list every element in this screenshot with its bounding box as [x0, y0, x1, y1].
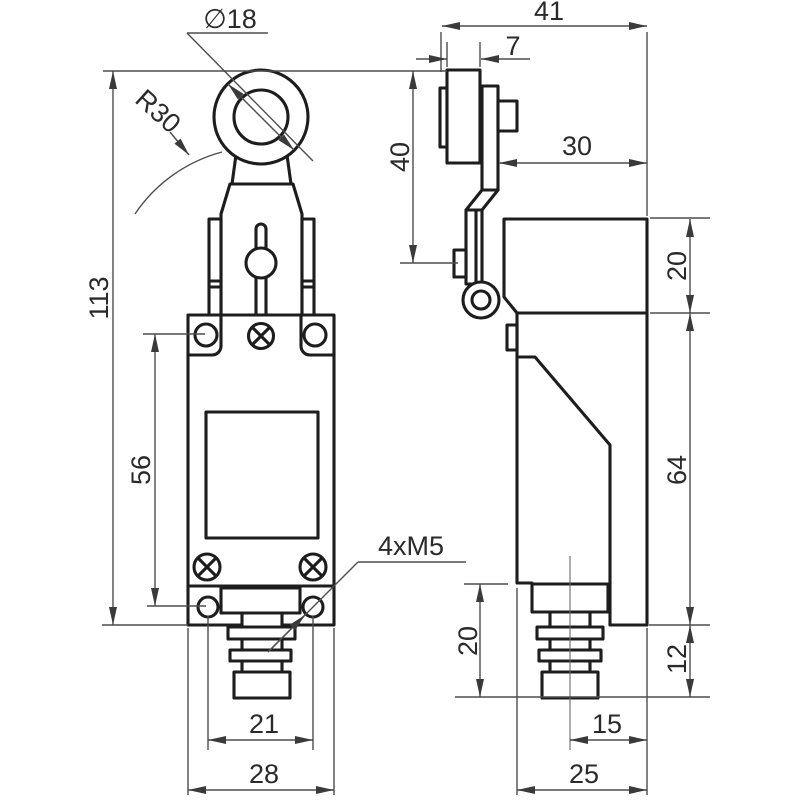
dim-d18-arrow-2 — [260, 116, 295, 151]
front-cable-gland — [226, 611, 297, 700]
dim-41-ext — [440, 32, 648, 216]
dim-label-r30: R30 — [130, 84, 187, 139]
dim-label-64: 64 — [662, 455, 692, 485]
dim-label-d18: ∅18 — [203, 4, 257, 34]
front-head-tab-right — [300, 217, 316, 317]
side-body-chamfer — [515, 355, 612, 627]
front-mount-hole-bottom-left — [196, 595, 220, 619]
dim-label-25: 25 — [569, 759, 599, 789]
side-view — [438, 68, 649, 750]
front-cover-screw-left-cross — [196, 556, 218, 578]
front-body-outline — [186, 313, 336, 627]
front-gland-boss — [219, 586, 302, 615]
side-body-front-edge — [515, 311, 534, 585]
dim-label-12: 12 — [662, 644, 692, 674]
front-head-screw-cross — [251, 326, 271, 346]
dimension-annotations: 113 56 21 28 ∅18 R30 4xM5 41 7 — [84, 0, 710, 795]
dim-label-40: 40 — [385, 142, 415, 172]
dim-label-41: 41 — [534, 0, 564, 26]
side-pivot-inner — [470, 289, 492, 311]
dim-label-28: 28 — [249, 759, 279, 789]
dim-21-ext — [207, 616, 314, 750]
front-mount-hole-top-left — [193, 322, 219, 348]
dim-r30-arrow — [169, 131, 190, 156]
dim-d18-arrow-1 — [227, 83, 262, 118]
dim-56-ext — [143, 333, 206, 607]
side-roller — [445, 68, 482, 165]
front-view — [186, 68, 336, 700]
dim-label-21: 21 — [249, 709, 279, 739]
dim-label-4xm5: 4xM5 — [378, 531, 444, 561]
dim-r30-arc — [134, 151, 223, 215]
side-lever-upper — [480, 84, 500, 192]
dim-label-56: 56 — [126, 455, 156, 485]
dim-28-ext — [187, 628, 335, 795]
front-tab-joints — [207, 279, 316, 289]
dim-right-chain-ext — [455, 217, 710, 698]
front-mount-hole-top-right — [302, 322, 328, 348]
dim-label-15: 15 — [592, 709, 622, 739]
front-cover-screw-right-cross — [302, 556, 324, 578]
side-head-block — [502, 217, 649, 315]
front-plunger-pin — [254, 222, 268, 317]
side-body-back-edge — [608, 311, 649, 627]
dim-label-20-head: 20 — [662, 251, 692, 281]
dim-7-ext — [446, 42, 481, 67]
dim-label-7: 7 — [505, 31, 520, 61]
front-head-tab-left — [207, 217, 223, 317]
side-lever-jog — [464, 188, 500, 212]
front-label-window — [204, 410, 320, 540]
front-plunger-ball — [244, 246, 278, 280]
front-top-plate — [186, 313, 336, 357]
side-body-tab — [505, 323, 519, 352]
dim-label-113: 113 — [84, 276, 114, 319]
dim-label-30: 30 — [562, 131, 592, 161]
dim-label-20-gland: 20 — [453, 626, 483, 656]
dim-m5-arrow — [267, 614, 306, 653]
side-clamp-bolt — [496, 99, 519, 133]
dim-25-ext — [516, 588, 648, 795]
side-lever-lower — [464, 208, 484, 286]
